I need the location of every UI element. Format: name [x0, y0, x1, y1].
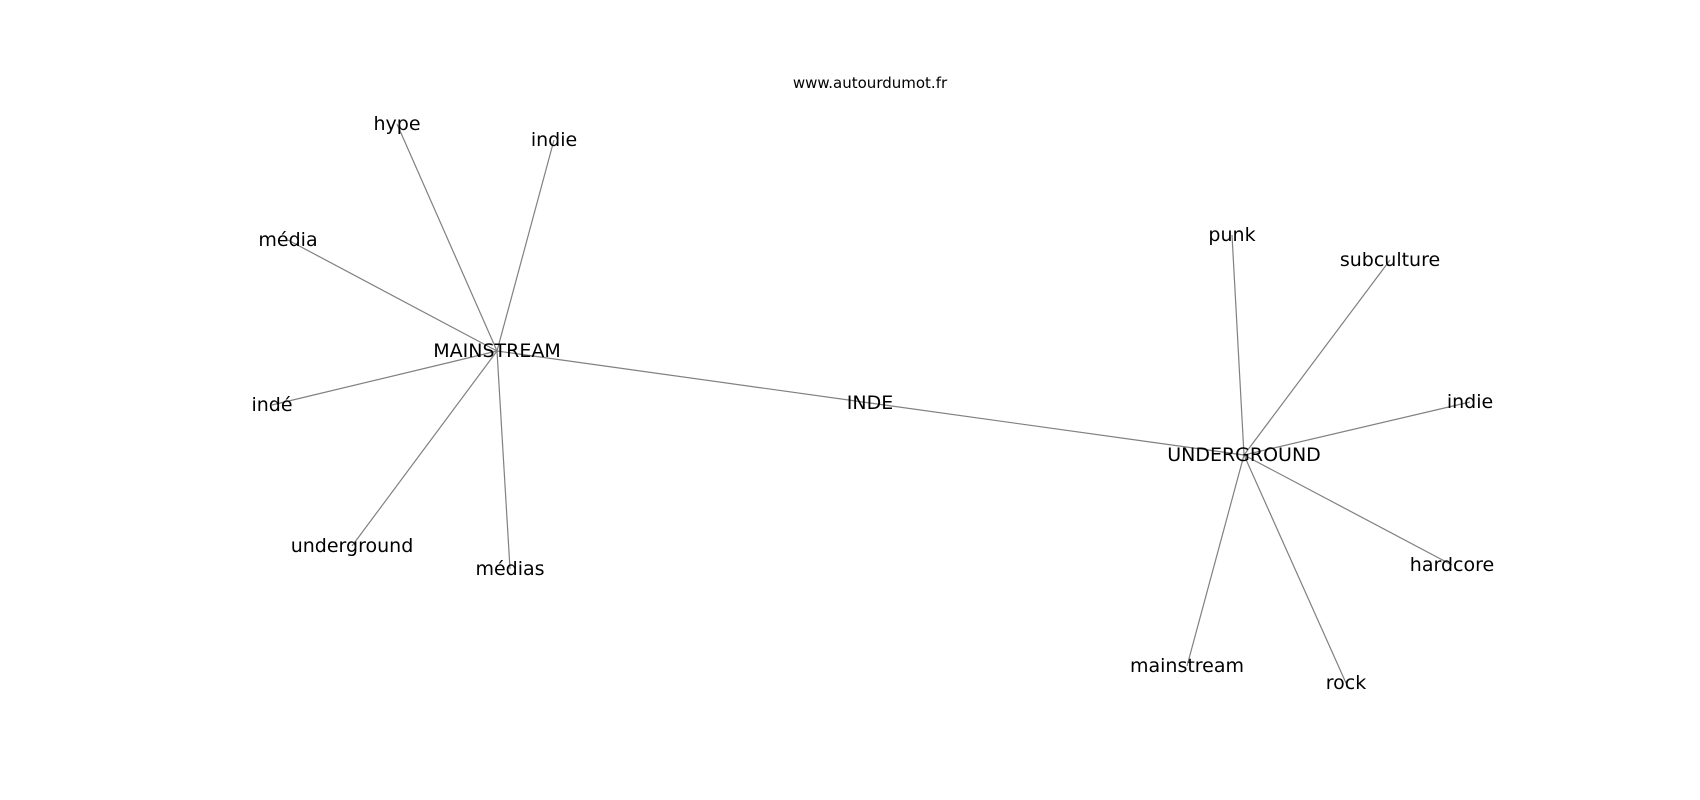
edge-mainstream_hub-m_inde [271, 350, 498, 406]
node-mainstream-hub: MAINSTREAM [433, 340, 560, 362]
node-inde-center: INDE [847, 392, 893, 414]
edge-mainstream_hub-m_hype [396, 123, 498, 352]
node-m-media: média [258, 229, 317, 251]
graph-edges [271, 123, 1471, 684]
node-m-underground: underground [291, 535, 414, 557]
edge-inde_center-underground_hub [869, 402, 1245, 456]
edge-underground_hub-u_mainstream [1186, 454, 1245, 667]
node-m-hype: hype [373, 113, 420, 135]
edge-underground_hub-u_punk [1231, 234, 1245, 456]
edge-mainstream_hub-inde_center [496, 350, 871, 404]
node-u-hardcore: hardcore [1410, 554, 1494, 576]
graph-nodes: MAINSTREAM UNDERGROUND INDE hype indie média i… [251, 113, 1494, 694]
node-u-indie: indie [1447, 391, 1493, 413]
node-u-rock: rock [1326, 672, 1366, 694]
node-u-mainstream: mainstream [1130, 655, 1244, 677]
edge-underground_hub-u_rock [1243, 454, 1347, 684]
edge-mainstream_hub-m_indie [496, 139, 555, 352]
edge-underground_hub-u_subculture [1243, 259, 1391, 456]
node-u-subculture: subculture [1340, 249, 1440, 271]
site-watermark: www.autourdumot.fr [793, 74, 948, 92]
node-m-indie: indie [531, 129, 577, 151]
edge-mainstream_hub-m_underground [351, 350, 498, 547]
edge-mainstream_hub-m_media [287, 239, 498, 352]
edge-mainstream_hub-m_medias [496, 350, 511, 570]
edge-underground_hub-u_hardcore [1243, 454, 1453, 566]
node-underground-hub: UNDERGROUND [1167, 444, 1321, 466]
edge-underground_hub-u_indie [1243, 401, 1471, 456]
node-u-punk: punk [1208, 224, 1255, 246]
node-m-inde: indé [251, 394, 292, 416]
node-m-medias: médias [475, 558, 544, 580]
